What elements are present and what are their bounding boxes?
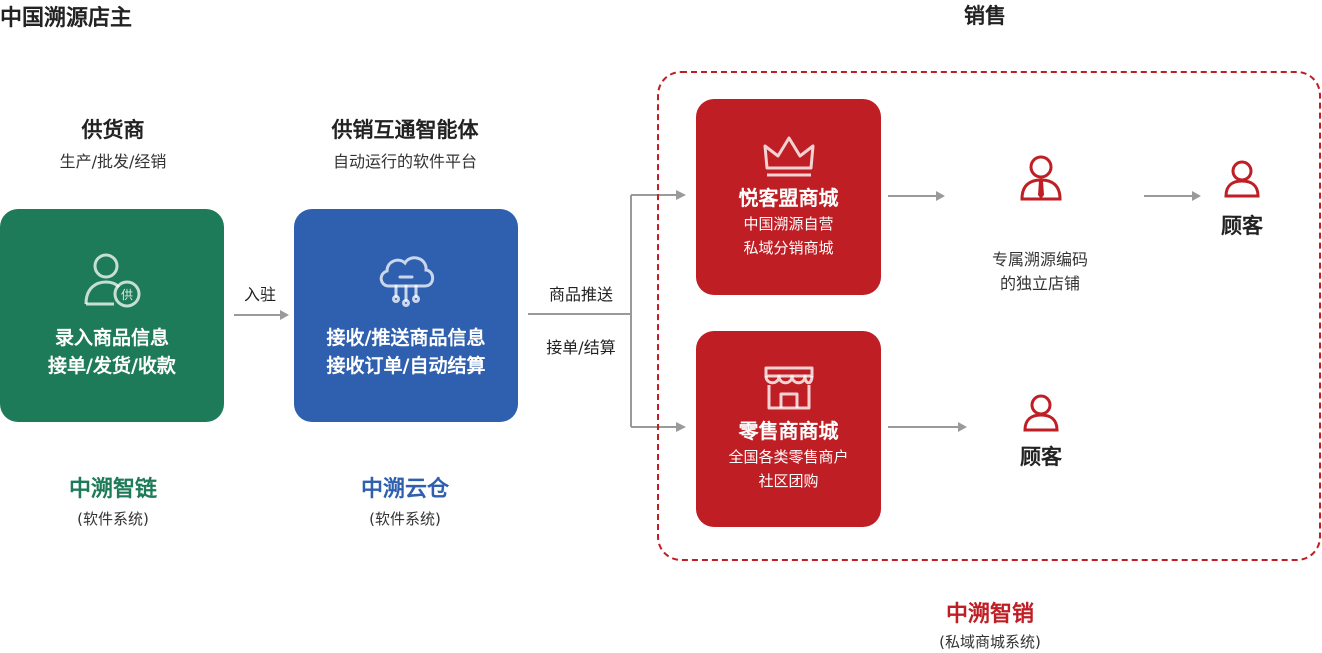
mall2-arrow: [888, 422, 967, 432]
owner-arrow: [1144, 191, 1201, 201]
supplier-card: 供 录入商品信息 接单/发货/收款: [0, 209, 224, 422]
mall2-card: 零售商商城 全国各类零售商户 社区团购: [696, 331, 881, 527]
platform-card-line2: 接收订单/自动结算: [326, 354, 486, 377]
mall1-line2: 私域分销商城: [743, 239, 834, 257]
crown-icon: [763, 136, 814, 177]
platform-brand-note: (软件系统): [369, 510, 441, 528]
branch-label-top: 商品推送: [548, 285, 613, 304]
supplier-brand: 中溯智链: [68, 477, 157, 502]
customer2-icon: [1023, 394, 1059, 432]
svg-text:供: 供: [121, 288, 133, 302]
store-icon: [764, 366, 813, 410]
mall1-title: 悦客盟商城: [738, 186, 839, 210]
mall2-title: 零售商商城: [738, 419, 839, 443]
platform-subtitle: 自动运行的软件平台: [332, 152, 477, 171]
mall1-line1: 中国溯源自营: [743, 215, 834, 233]
customer1-icon: [1224, 160, 1260, 198]
platform-brand: 中溯云仓: [360, 477, 449, 502]
bottom-brand-note: (私域商城系统): [939, 633, 1041, 651]
bottom-brand: 中溯智销: [945, 602, 1034, 627]
supplier-subtitle: 生产/批发/经销: [59, 152, 167, 171]
platform-card-line1: 接收/推送商品信息: [326, 326, 486, 349]
platform-card: 接收/推送商品信息 接收订单/自动结算: [294, 209, 518, 422]
cloud-icon: [379, 255, 435, 307]
branch-label-bottom: 接单/结算: [546, 338, 616, 357]
supplier-card-line1: 录入商品信息: [54, 326, 169, 349]
supplier-user-icon: 供: [84, 253, 141, 307]
customer2-label: 顾客: [1020, 445, 1062, 469]
arrow1-arrow: [234, 310, 289, 320]
owner-title: 中国溯源店主: [0, 6, 133, 31]
owner-line2: 的独立店铺: [999, 274, 1080, 293]
customer1-label: 顾客: [1221, 214, 1263, 238]
mall2-line2: 社区团购: [758, 472, 819, 490]
sales-title: 销售: [964, 4, 1006, 28]
sales-region: [657, 71, 1321, 561]
owner-line1: 专属溯源编码: [991, 250, 1088, 269]
mall2-line1: 全国各类零售商户: [728, 448, 849, 466]
mall1-arrow: [888, 191, 945, 201]
supplier-title: 供货商: [81, 118, 145, 142]
owner-icon: [1020, 155, 1062, 201]
platform-title: 供销互通智能体: [331, 118, 479, 142]
arrow1-label: 入驻: [243, 285, 276, 304]
mall1-card: 悦客盟商城 中国溯源自营 私域分销商城: [696, 99, 881, 295]
supplier-brand-note: (软件系统): [77, 510, 149, 528]
supplier-card-line2: 接单/发货/收款: [48, 354, 176, 377]
